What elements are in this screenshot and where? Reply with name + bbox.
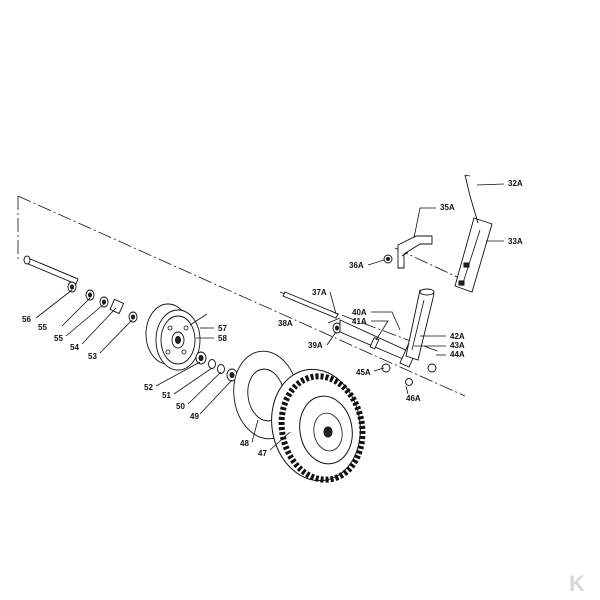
label-54: 54: [70, 343, 79, 352]
label-57: 57: [218, 324, 227, 333]
leader-lines: [35, 183, 505, 451]
fork-bracket: [339, 319, 419, 368]
label-51: 51: [162, 391, 171, 400]
label-48: 48: [240, 439, 249, 448]
bearing-stack: [195, 351, 238, 382]
label-58: 58: [218, 334, 227, 343]
label-41A: 41A: [352, 317, 367, 326]
label-52: 52: [144, 383, 153, 392]
bracket-bolt: [383, 254, 393, 264]
label-39A: 39A: [308, 341, 323, 350]
label-47: 47: [258, 449, 267, 458]
nuts: [381, 363, 437, 386]
label-45A: 45A: [356, 368, 371, 377]
clamp-bracket: [397, 235, 433, 269]
part-labels: 32A 35A 33A 36A 37A 38A 39A 40A 41A 42A …: [22, 179, 523, 458]
tire: [271, 368, 366, 483]
label-55-b: 55: [54, 334, 63, 343]
label-36A: 36A: [349, 261, 364, 270]
label-55-a: 55: [38, 323, 47, 332]
brand-logo: K: [569, 571, 585, 596]
label-35A: 35A: [440, 203, 455, 212]
stand-tube: [405, 288, 435, 361]
label-56: 56: [22, 315, 31, 324]
brand-logo-letter: K: [569, 571, 585, 596]
axle-bolt: [23, 255, 79, 285]
label-50: 50: [176, 402, 185, 411]
label-37A: 37A: [312, 288, 327, 297]
label-32A: 32A: [508, 179, 523, 188]
jack-tube: [454, 174, 493, 293]
washer-stack: [67, 281, 138, 323]
label-49: 49: [190, 412, 199, 421]
label-38A: 38A: [278, 319, 293, 328]
wheel-rim: [145, 303, 208, 371]
label-42A: 42A: [450, 332, 465, 341]
axle-pin: [282, 291, 342, 334]
label-33A: 33A: [508, 237, 523, 246]
label-53: 53: [88, 352, 97, 361]
label-43A: 43A: [450, 341, 465, 350]
label-46A: 46A: [406, 394, 421, 403]
label-40A: 40A: [352, 308, 367, 317]
label-44A: 44A: [450, 350, 465, 359]
